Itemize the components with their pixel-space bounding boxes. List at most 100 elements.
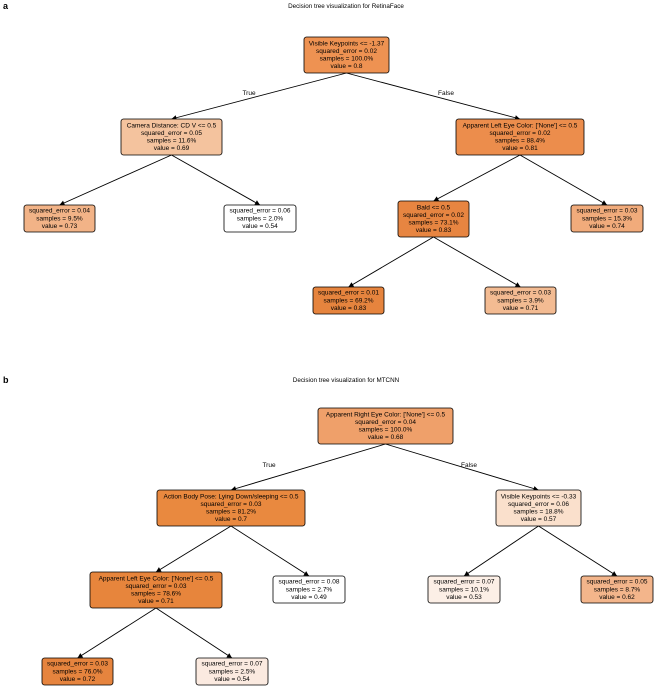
tree-node: Visible Keypoints <= -1.37squared_error … (303, 36, 390, 74)
node-text-line: value = 0.49 (291, 594, 327, 601)
tree-node: Action Body Pose: Lying Down/sleeping <=… (156, 489, 306, 527)
edge-label-false-a: False (438, 90, 454, 97)
node-box (397, 200, 470, 238)
arrowhead-icon (59, 200, 66, 206)
node-text-line: value = 0.83 (416, 227, 452, 234)
node-text-line: squared_error = 0.07 (434, 579, 495, 586)
node-text-line: squared_error = 0.03 (577, 208, 638, 215)
node-text-line: samples = 2.0% (237, 215, 284, 222)
node-text-line: samples = 81.2% (206, 509, 256, 516)
node-text-line: squared_error = 0.01 (318, 290, 379, 297)
node-text-line: Visible Keypoints <= -0.33 (501, 493, 577, 500)
tree-node: Apparent Left Eye Color: ['None'] <= 0.5… (455, 118, 585, 156)
node-box (455, 118, 585, 156)
tree-edge (348, 236, 434, 288)
node-text-line: samples = 100.0% (359, 427, 413, 434)
tree-edge (155, 607, 233, 659)
node-box (580, 575, 654, 604)
arrowhead-icon (303, 571, 309, 576)
node-text-line: samples = 9.5% (36, 215, 83, 222)
node-text-line: value = 0.7 (215, 516, 247, 523)
node-box (195, 657, 269, 686)
panel-letter-a: a (3, 1, 9, 11)
node-text-line: value = 0.57 (521, 516, 557, 523)
arrowhead-icon (514, 282, 521, 287)
edge-label-true-b: True (262, 462, 276, 469)
node-text-line: samples = 100.0% (320, 56, 374, 63)
node-text-line: value = 0.69 (154, 145, 190, 152)
node-text-line: squared_error = 0.02 (490, 130, 551, 137)
node-text-line: squared_error = 0.03 (201, 501, 262, 508)
node-text-line: squared_error = 0.02 (316, 48, 377, 55)
arrowhead-icon (601, 200, 607, 205)
tree-node: Apparent Right Eye Color: ['None'] <= 0.… (317, 407, 454, 445)
node-text-line: squared_error = 0.05 (587, 579, 648, 586)
tree-edge (230, 525, 310, 577)
node-text-line: samples = 69.2% (323, 297, 373, 304)
tree-node: Apparent Left Eye Color: ['None'] <= 0.5… (89, 571, 223, 609)
tree-edge (59, 154, 172, 206)
tree-edge (538, 525, 618, 577)
node-text-line: samples = 2.5% (209, 668, 256, 675)
node-text-line: value = 0.53 (446, 594, 482, 601)
node-text-line: Apparent Left Eye Color: ['None'] <= 0.5 (463, 122, 578, 129)
tree-edge (433, 154, 521, 202)
tree-node: Camera Distance: CD V <= 0.5squared_erro… (120, 118, 223, 156)
arrowhead-icon (464, 571, 470, 576)
arrowhead-icon (226, 653, 232, 658)
node-text-line: samples = 88.4% (495, 138, 545, 145)
panel-title-a: Decision tree visualization for RetinaFa… (288, 3, 404, 10)
node-box (570, 204, 644, 233)
node-box (120, 118, 223, 156)
node-text-line: samples = 76.0% (52, 668, 102, 675)
node-text-line: value = 0.8 (331, 63, 363, 70)
arrowhead-icon (156, 567, 162, 572)
node-text-line: value = 0.68 (368, 434, 404, 441)
node-text-line: samples = 78.6% (131, 591, 181, 598)
node-box (484, 286, 557, 315)
node-text-line: samples = 8.7% (594, 586, 641, 593)
node-text-line: samples = 10.1% (439, 586, 489, 593)
tree-node: Visible Keypoints <= -0.33squared_error … (495, 489, 582, 527)
node-text-line: samples = 15.3% (582, 215, 632, 222)
node-box (89, 571, 223, 609)
tree-edge (155, 525, 232, 573)
tree-nodes-b: Apparent Right Eye Color: ['None'] <= 0.… (41, 407, 654, 686)
arrowhead-icon (348, 282, 355, 287)
node-text-line: Visible Keypoints <= -1.37 (309, 40, 385, 47)
node-text-line: samples = 73.1% (408, 220, 458, 227)
node-text-line: squared_error = 0.03 (47, 661, 108, 668)
tree-edge (77, 607, 157, 659)
node-box (272, 575, 346, 604)
node-text-line: Apparent Right Eye Color: ['None'] <= 0.… (326, 411, 446, 418)
node-box (156, 489, 306, 527)
node-text-line: value = 0.71 (503, 305, 539, 312)
node-text-line: squared_error = 0.07 (202, 661, 263, 668)
tree-edge (171, 154, 261, 206)
tree-edge (230, 443, 386, 491)
node-box (495, 489, 582, 527)
node-text-line: value = 0.54 (214, 676, 250, 683)
node-text-line: value = 0.83 (331, 305, 367, 312)
node-box (427, 575, 501, 604)
tree-edge (463, 525, 539, 577)
node-text-line: squared_error = 0.03 (490, 290, 551, 297)
node-text-line: squared_error = 0.05 (141, 130, 202, 137)
arrowhead-icon (77, 653, 84, 658)
node-text-line: value = 0.72 (60, 676, 96, 683)
node-text-line: value = 0.81 (502, 145, 538, 152)
node-box (317, 407, 454, 445)
node-box (303, 36, 390, 74)
panel-title-b: Decision tree visualization for MTCNN (293, 377, 400, 384)
arrowhead-icon (611, 571, 617, 576)
node-text-line: value = 0.73 (42, 223, 78, 230)
